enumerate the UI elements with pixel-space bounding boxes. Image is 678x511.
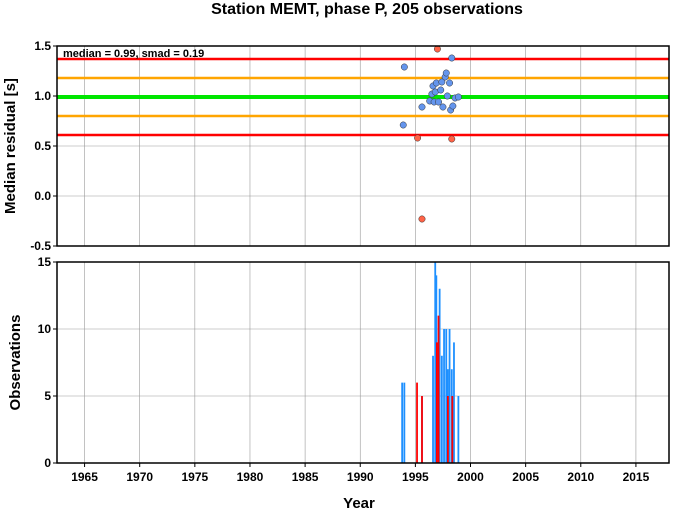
residual-point [446, 79, 454, 87]
x-tick-label: 1975 [181, 470, 208, 484]
bottom-y-tick-label: 15 [38, 255, 52, 269]
bottom-panel-frame [56, 261, 670, 464]
x-tick-label: 2010 [567, 470, 594, 484]
x-tick-label: 1990 [347, 470, 374, 484]
residual-point [435, 98, 442, 106]
top-y-tick-label: 0.0 [34, 189, 51, 203]
bottom-y-tick-label: 10 [38, 322, 52, 336]
residual-point [448, 135, 456, 143]
residual-point [418, 103, 426, 111]
residual-point [400, 63, 408, 71]
residual-point [449, 102, 457, 110]
x-tick-label: 1980 [237, 470, 264, 484]
residual-point [418, 215, 426, 223]
x-tick-label: 1970 [126, 470, 153, 484]
residual-point [414, 134, 422, 142]
top-y-tick-label: 0.5 [34, 139, 51, 153]
bottom-panel [53, 261, 670, 467]
x-tick-label: 2005 [512, 470, 539, 484]
top-panel [53, 45, 670, 247]
bottom-y-tick-label: 0 [44, 456, 51, 470]
top-panel-frame [56, 45, 670, 247]
residual-point [454, 93, 462, 101]
top-y-tick-label: -0.5 [30, 239, 51, 253]
residual-point [399, 121, 407, 129]
top-y-tick-label: 1.0 [34, 89, 51, 103]
residual-point [438, 78, 446, 86]
bottom-y-tick-label: 5 [44, 389, 51, 403]
top-y-tick-label: 1.5 [34, 39, 51, 53]
residual-point [443, 92, 451, 100]
residual-point [437, 86, 445, 94]
residual-point [442, 69, 450, 77]
residual-point [439, 103, 447, 111]
x-axis-label: Year [343, 495, 375, 511]
stats-annotation: median = 0.99, smad = 0.19 [63, 48, 204, 60]
top-y-axis-label: Median residual [s] [2, 78, 19, 214]
chart-title: Station MEMT, phase P, 205 observations [211, 1, 523, 18]
bottom-y-axis-label: Observations [7, 315, 24, 411]
x-tick-label: 2000 [457, 470, 484, 484]
x-tick-label: 1985 [292, 470, 319, 484]
residual-point [433, 45, 441, 53]
x-tick-label: 1995 [402, 470, 429, 484]
residual-point [448, 54, 456, 62]
x-tick-label: 1965 [71, 470, 98, 484]
x-tick-label: 2015 [623, 470, 650, 484]
